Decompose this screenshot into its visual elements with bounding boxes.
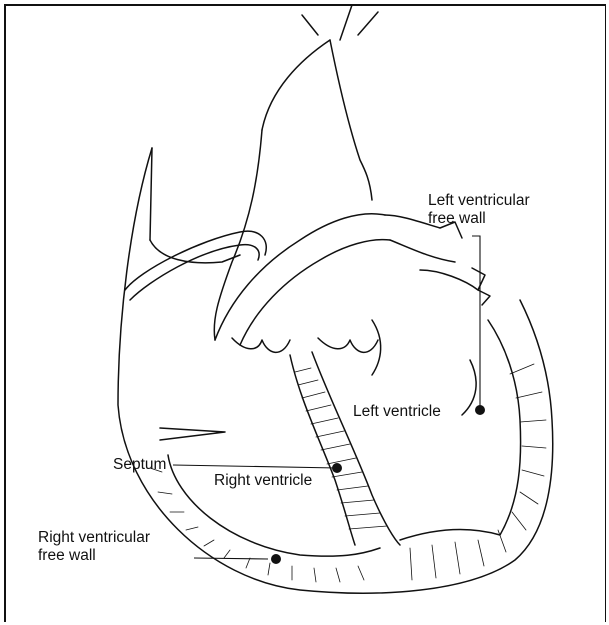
dot-septum xyxy=(332,463,342,473)
dot-right-ventricular-free-wall xyxy=(271,554,281,564)
pulmonary-artery-left xyxy=(215,214,385,340)
leader-right-ventricular-free-wall xyxy=(194,558,268,559)
superior-vena-cava xyxy=(150,148,152,240)
pulmonary-branch-lower xyxy=(390,240,455,262)
dot-left-ventricular-free-wall xyxy=(475,405,485,415)
septum-right-edge xyxy=(312,352,400,545)
label-right-ventricular-free-wall: Right ventricular free wall xyxy=(38,529,150,565)
left-subclavian-artery xyxy=(358,12,378,35)
aorta-right xyxy=(330,40,372,200)
atrial-septum-curve xyxy=(125,231,266,290)
label-left-ventricle: Left ventricle xyxy=(353,403,441,421)
right-atrium-wall xyxy=(150,240,240,263)
septum-muscle-hatching xyxy=(295,368,387,529)
tricuspid-leaflet xyxy=(160,428,225,440)
mitral-valve xyxy=(318,338,378,352)
label-septum: Septum xyxy=(113,456,166,474)
label-left-ventricular-free-wall: Left ventricular free wall xyxy=(428,192,530,228)
brachiocephalic-artery xyxy=(302,15,318,35)
aorta-left xyxy=(214,130,262,340)
aortic-valve xyxy=(232,338,290,352)
pulmonary-artery-right xyxy=(240,240,390,345)
left-wall-hatching xyxy=(410,364,546,580)
mitral-leaflet xyxy=(462,360,476,415)
atrial-septum-curve-inner xyxy=(130,245,259,300)
left-carotid-artery xyxy=(340,5,352,40)
leader-septum xyxy=(173,465,337,468)
right-ventricle-inner-wall xyxy=(168,455,380,556)
aortic-arch-top xyxy=(262,40,330,130)
label-right-ventricle: Right ventricle xyxy=(214,472,312,490)
left-ventricle-inner-wall xyxy=(400,320,521,540)
